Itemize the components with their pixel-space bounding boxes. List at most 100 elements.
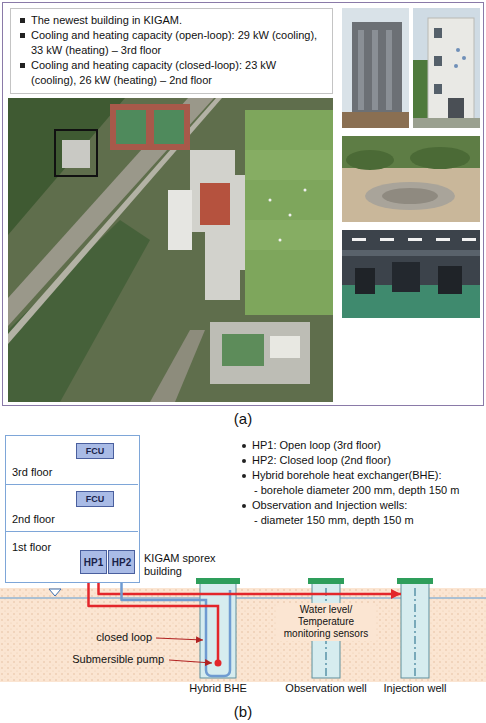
building-photo [372,30,378,110]
aerial-photo [222,334,264,366]
building-label: KIGAM sporex building [144,552,226,578]
aerial-photo [245,220,333,250]
ground [49,589,61,596]
label-slot: HP1: Open loop (3rd floor) [240,438,484,453]
aerial-photo [304,189,307,192]
ground [0,588,486,682]
site-photo [346,150,394,170]
gym-photo [438,266,462,294]
label-slot: - borehole diameter 200 mm, depth 150 m [240,483,484,498]
gym-photo [352,238,366,241]
aerial-photo [150,330,205,402]
building-photo [352,22,402,120]
aerial-photo [168,190,192,250]
info-box: The newest building in KIGAM.Cooling and… [10,8,333,94]
building-outline: KIGAM sporex building3rd floorFCU2nd flo… [5,435,140,583]
gym-photo [408,238,422,241]
borehole-tube [196,578,240,678]
bullet-text: Cooling and heating capacity (closed-loo… [19,58,324,88]
well-label: Injection well [384,682,447,695]
building-photo [413,8,480,128]
building-photo [448,98,464,120]
gym-photo [342,250,480,256]
heat-pump: HP2 [108,550,135,574]
label-slot: Observation and Injection wells: [240,498,484,513]
building-photo [434,84,442,94]
aerial-photo [190,150,265,300]
building-photo [454,64,458,68]
borehole-heat-exchanger: Hybrid BHE [200,583,236,678]
aerial-photo [8,98,333,402]
fcu-unit: FCU [76,491,114,507]
well-tube [401,583,429,678]
borehole-tube [200,590,230,676]
label-slot: Hybrid borehole heat exchanger(BHE): [240,468,484,483]
heat-pump: HP1 [80,550,107,574]
ground [0,588,486,682]
aerial-photo [8,98,125,235]
leader-line [156,638,203,640]
borehole-tube [200,606,218,660]
building-photo [456,48,460,52]
aerial-photo [200,183,230,225]
pipe-connector [99,574,402,594]
label-slot: Submersible pump [40,653,164,666]
aerial-photo [110,104,190,150]
floor-label: 2nd floor [12,513,55,526]
unit-label: HP2 [112,556,131,569]
label-slot: (b) [0,703,486,721]
aerial-photo [245,110,333,315]
building-photo [434,56,442,66]
unit-label: FCU [86,445,105,458]
spec-text: Hybrid borehole heat exchanger(BHE): [240,468,484,483]
callout-label: Submersible pump [40,653,164,666]
aerial-photo [210,322,310,384]
spec-text: HP2: Closed loop (2nd floor) [240,453,484,468]
label-slot: Water level/ Temperature monitoring sens… [276,603,376,641]
well-tube [397,578,433,584]
panel-frame [3,3,484,406]
spec-text: - diameter 150 mm, depth 150 m [240,513,484,528]
label-slot: (a) [0,410,486,428]
site-photo [365,182,455,210]
ground [0,598,486,599]
aerial-photo [8,220,150,402]
bullet-text: The newest building in KIGAM. [19,13,324,28]
site-photo [342,136,480,222]
building-photo [413,118,480,128]
site-photo [382,188,438,204]
building-photo [413,60,431,128]
floor-band: 3rd floorFCU [6,436,138,485]
gym-photo [436,238,450,241]
gym-photo [342,230,480,318]
spec-text: Observation and Injection wells: [240,498,484,513]
injection-well: Injection well [401,583,429,678]
aerial-photo [8,98,333,402]
gym-photo [342,230,480,318]
borehole-tube [200,583,236,678]
spec-text: HP1: Open loop (3rd floor) [240,438,484,453]
aerial-photo [269,199,272,202]
gym-photo [380,238,394,241]
aerial-photo [270,336,300,358]
leader-line [169,660,212,663]
aerial-photo [116,110,146,144]
label-slot: - diameter 150 mm, depth 150 m [240,513,484,528]
unit-label: FCU [86,493,105,506]
well-label: Observation well [285,682,366,695]
callout-label: closed loop [40,631,152,644]
panel-label: (a) [0,410,486,428]
site-photo [410,147,470,169]
building-photo [428,18,474,120]
gym-photo [355,268,375,294]
aerial-photo [8,98,214,326]
aerial-photo [62,140,90,168]
building-photo [434,28,442,38]
building-photo [342,112,409,128]
fcu-unit: FCU [76,443,114,459]
bullet-text: Cooling and heating capacity (open-loop)… [19,28,324,58]
label-slot: HP2: Closed loop (2nd floor) [240,453,484,468]
